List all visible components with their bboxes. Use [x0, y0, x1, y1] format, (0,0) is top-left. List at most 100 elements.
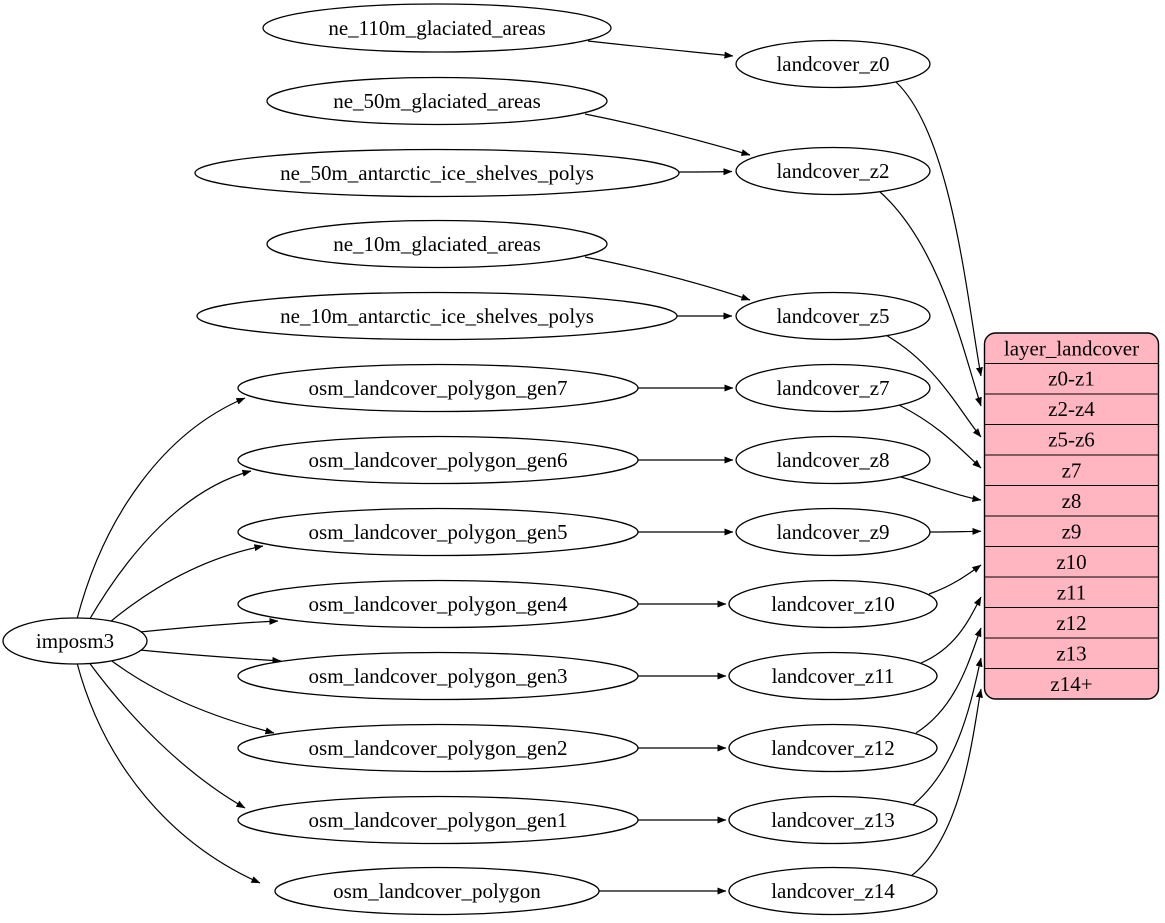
node-ellipse	[728, 795, 938, 845]
node-label: ne_50m_antarctic_ice_shelves_polys	[280, 161, 594, 185]
node-ellipse	[735, 507, 931, 557]
node-ellipse	[2, 617, 148, 665]
node-landcover_z7: landcover_z7	[735, 363, 931, 413]
node-label: osm_landcover_polygon_gen1	[309, 808, 568, 832]
node-landcover_z9: landcover_z9	[735, 507, 931, 557]
record-row-z11: z11	[1057, 581, 1087, 605]
node-osm_landcover_polygon: osm_landcover_polygon	[274, 866, 600, 916]
node-ellipse	[237, 507, 639, 557]
edge-landcover_z12-row-z12	[915, 627, 982, 734]
node-label: ne_10m_antarctic_ice_shelves_polys	[280, 304, 594, 328]
edge-landcover_z10-row-z10	[928, 564, 982, 595]
node-label: osm_landcover_polygon_gen4	[309, 592, 568, 616]
node-osm_landcover_polygon_gen4: osm_landcover_polygon_gen4	[237, 579, 639, 629]
edge-landcover_z0-row-z0-z1	[895, 81, 983, 377]
record-row-z14plus: z14+	[1050, 672, 1092, 696]
edge-landcover_z14-row-z14plus	[910, 688, 983, 877]
node-ellipse	[237, 651, 639, 701]
node-ellipse	[262, 3, 612, 53]
record-row-z13: z13	[1056, 642, 1086, 666]
node-ne_10m_glaciated_areas: ne_10m_glaciated_areas	[266, 219, 608, 269]
node-label: landcover_z12	[771, 736, 895, 760]
node-label: osm_landcover_polygon_gen6	[309, 448, 568, 472]
node-ellipse	[735, 435, 931, 485]
node-ellipse	[237, 579, 639, 629]
record-row-z8: z8	[1062, 489, 1082, 513]
node-ellipse	[735, 146, 931, 196]
node-ellipse	[728, 651, 938, 701]
node-label: osm_landcover_polygon_gen7	[309, 376, 568, 400]
node-landcover_z2: landcover_z2	[735, 146, 931, 196]
node-label: ne_110m_glaciated_areas	[328, 16, 545, 40]
record-row-z10: z10	[1056, 550, 1086, 574]
node-label: osm_landcover_polygon	[333, 879, 541, 903]
node-ne_10m_antarctic_ice_shelves_polys: ne_10m_antarctic_ice_shelves_polys	[196, 291, 678, 341]
node-ellipse	[735, 363, 931, 413]
node-landcover_z5: landcover_z5	[735, 291, 931, 341]
edge-imposm3-osm_landcover_polygon_gen5	[103, 544, 264, 628]
node-label: landcover_z13	[771, 808, 895, 832]
edge-ne_50m_glaciated_areas-landcover_z2	[584, 113, 751, 156]
node-label: landcover_z8	[776, 448, 889, 472]
edge-landcover_z11-row-z11	[920, 596, 982, 664]
record-row-z9: z9	[1062, 520, 1082, 544]
edge-landcover_z9-row-z9	[929, 527, 982, 535]
edge-landcover_z7-row-z7	[898, 404, 982, 469]
node-ellipse	[735, 39, 931, 89]
record-row-z2-z4: z2-z4	[1048, 397, 1095, 421]
edge-ne_10m_glaciated_areas-landcover_z5	[584, 256, 751, 301]
record-row-z12: z12	[1056, 611, 1086, 635]
node-label: ne_50m_glaciated_areas	[333, 89, 541, 113]
node-label: osm_landcover_polygon_gen5	[309, 520, 568, 544]
node-osm_landcover_polygon_gen2: osm_landcover_polygon_gen2	[237, 723, 639, 773]
node-landcover_z12: landcover_z12	[728, 723, 938, 773]
node-label: osm_landcover_polygon_gen3	[309, 664, 568, 688]
node-ne_50m_antarctic_ice_shelves_polys: ne_50m_antarctic_ice_shelves_polys	[194, 148, 680, 198]
edge-ne_50m_antarctic_ice_shelves_polys-landcover_z2	[678, 168, 733, 176]
node-ellipse	[728, 579, 938, 629]
edge-landcover_z13-row-z13	[912, 657, 983, 806]
node-ellipse	[237, 795, 639, 845]
edge-imposm3-osm_landcover_polygon_gen7	[76, 397, 246, 620]
node-osm_landcover_polygon_gen3: osm_landcover_polygon_gen3	[237, 651, 639, 701]
node-label: osm_landcover_polygon_gen2	[309, 736, 568, 760]
node-label: landcover_z0	[776, 52, 889, 76]
edge-imposm3-osm_landcover_polygon_gen6	[87, 469, 252, 623]
node-label: imposm3	[36, 629, 114, 653]
edge-landcover_z5-row-z5-z6	[883, 333, 982, 438]
node-ellipse	[728, 866, 938, 916]
node-ne_110m_glaciated_areas: ne_110m_glaciated_areas	[262, 3, 612, 53]
node-ne_50m_glaciated_areas: ne_50m_glaciated_areas	[266, 76, 608, 126]
record-title: layer_landcover	[1004, 337, 1139, 361]
node-ellipse	[237, 363, 639, 413]
node-ellipse	[728, 723, 938, 773]
node-landcover_z10: landcover_z10	[728, 579, 938, 629]
node-label: landcover_z9	[776, 520, 889, 544]
node-ellipse	[274, 866, 600, 916]
node-label: ne_10m_glaciated_areas	[333, 232, 541, 256]
edge-imposm3-osm_landcover_polygon_gen2	[103, 654, 275, 735]
edge-imposm3-osm_landcover_polygon	[76, 662, 261, 884]
node-ellipse	[266, 76, 608, 126]
node-imposm3: imposm3	[2, 617, 148, 665]
edge-landcover_z2-row-z2-z4	[878, 190, 982, 407]
node-ellipse	[196, 291, 678, 341]
node-ellipse	[735, 291, 931, 341]
node-landcover_z8: landcover_z8	[735, 435, 931, 485]
node-label: landcover_z7	[776, 376, 889, 400]
edge-imposm3-osm_landcover_polygon_gen3	[139, 649, 282, 664]
edge-imposm3-osm_landcover_polygon_gen1	[87, 660, 246, 809]
record-row-z7: z7	[1062, 459, 1082, 483]
node-label: landcover_z14	[771, 879, 895, 903]
edge-ne_110m_glaciated_areas-landcover_z0	[587, 40, 734, 59]
edge-imposm3-osm_landcover_polygon_gen4	[139, 617, 279, 633]
node-ellipse	[237, 723, 639, 773]
node-osm_landcover_polygon_gen6: osm_landcover_polygon_gen6	[237, 435, 639, 485]
node-label: landcover_z5	[776, 304, 889, 328]
record-row-z5-z6: z5-z6	[1048, 428, 1095, 452]
node-label: landcover_z10	[771, 592, 895, 616]
edge-landcover_z8-row-z8	[900, 476, 982, 503]
node-landcover_z14: landcover_z14	[728, 866, 938, 916]
node-label: landcover_z2	[776, 159, 889, 183]
